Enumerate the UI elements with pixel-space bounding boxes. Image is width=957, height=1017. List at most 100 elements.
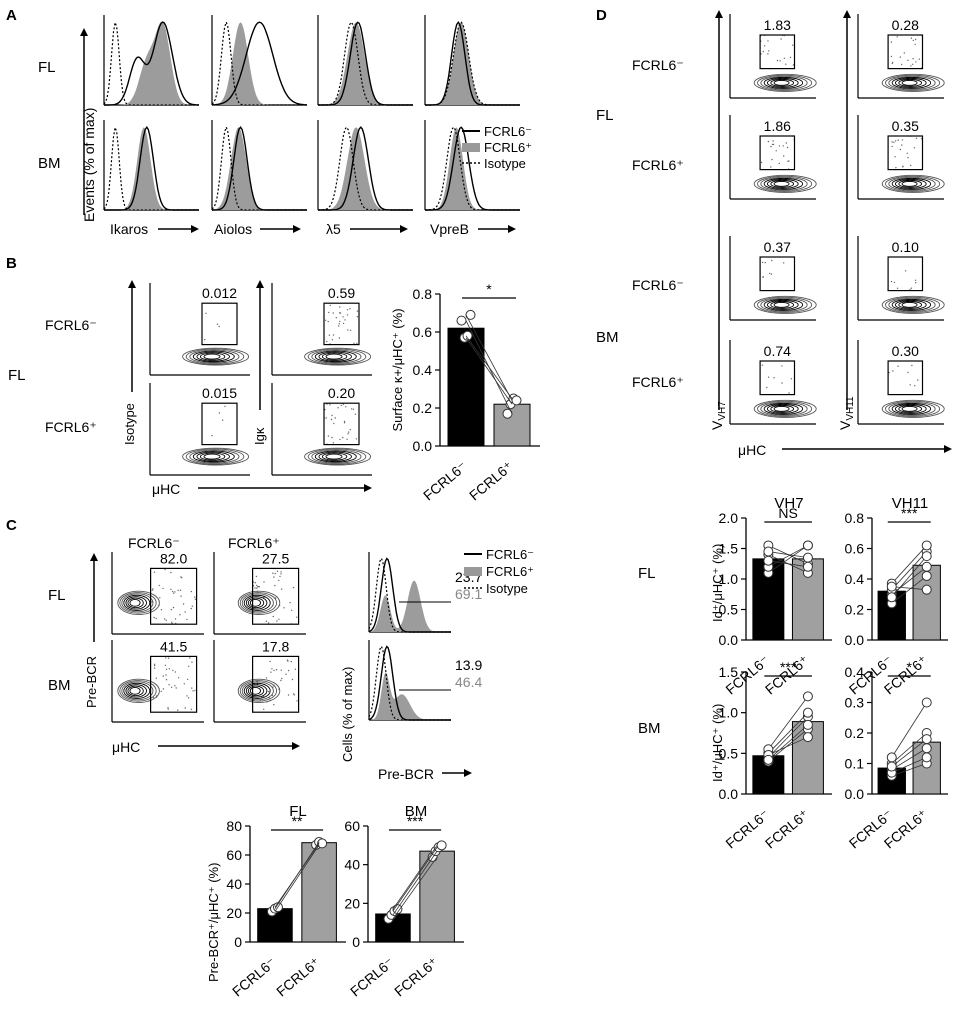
- panel-d-row-label-bm: BM: [638, 720, 661, 737]
- panel-d-plot-r3c2-contour-4: [888, 297, 936, 312]
- panel-d-plot-r4c1-event-0: [788, 392, 790, 394]
- panel-b-plot-r2c2-event-4: [330, 418, 333, 421]
- panel-d-chart-vh7-bm-pair-line-0: [768, 728, 809, 762]
- panel-d-chart-vh11-bm-point-0-5: [886, 761, 897, 772]
- panel-d-plot-r1c1-event-18: [792, 64, 795, 66]
- panel-c-plot-r1c2-event-6: [289, 602, 291, 604]
- panel-b-chart-ytick-label-1: 0.2: [413, 400, 433, 416]
- panel-d-plot-r4c2-contour-6: [881, 399, 945, 418]
- panel-c-row-fl: FL: [48, 587, 66, 604]
- panel-d-row-1: FCRL6⁻: [632, 57, 684, 73]
- panel-d-chart-vh7-bm-sig-label: ***: [780, 659, 797, 675]
- panel-b-plot-r1c2-event-16: [344, 319, 346, 321]
- panel-d-plot-r2c1-gate-value: 1.86: [764, 118, 791, 134]
- panel-b-plot-r1c2-event-29: [353, 342, 355, 344]
- panel-d-chart-vh11-fl-point-1-5: [921, 551, 932, 562]
- panel-c-plot-r2c1-event-23: [177, 709, 179, 711]
- panel-d-plot-r1c2-event-2: [907, 59, 909, 61]
- panel-b-plot-r2c2-event-21: [352, 408, 355, 410]
- panel-d-chart-vh7-bm-pair-line-5: [768, 724, 809, 761]
- panel-d-chart-vh11-bm-point-0-3: [886, 752, 897, 763]
- panel-c-plot-r1c2-contour-4: [241, 593, 274, 613]
- panel-b-plot-r1c2-contour-4: [311, 349, 362, 364]
- panel-c-plot-r1c1-event-27: [190, 607, 192, 610]
- panel-d-plot-r1c1-gate: [759, 34, 796, 70]
- panel-c-chart-fl-ytick-label-1: 20: [226, 905, 242, 921]
- panel-d-plot-r3c2-event-5: [909, 288, 911, 291]
- panel-c-plot-r1c1-event-34: [194, 596, 196, 598]
- panel-d-chart-vh11-bm-pair-line-2: [891, 732, 927, 764]
- panel-b-label: B: [6, 255, 17, 272]
- panel-b-plot-r2c1-event-0: [221, 419, 224, 421]
- panel-c-plot-r1c1-event-6: [153, 616, 155, 619]
- panel-c-chart-fl-pair-line-0: [274, 844, 320, 912]
- panel-d-plot-r2c2-contour-0: [901, 180, 918, 187]
- panel-d-plot-r4c1-contour-3: [763, 402, 804, 415]
- panel-c-chart-bm-ytick-label-2: 40: [344, 857, 360, 873]
- panel-d-plot-r1c1-event-13: [789, 56, 792, 59]
- panel-a-hist-r1c4-isotype-line: [425, 21, 520, 106]
- panel-c-plot-r1c1-event-8: [158, 584, 160, 587]
- panel-b-plot-r1c2-event-3: [356, 342, 358, 345]
- panel-c-plot-r2c1-event-30: [194, 689, 196, 692]
- panel-c-plot-r2c1-event-28: [162, 688, 165, 690]
- panel-c-plot-r1c2-event-1: [272, 572, 274, 574]
- panel-b-plot-r2c2-event-23: [333, 422, 335, 425]
- panel-d-chart-vh11-bm-pair-line-1: [891, 747, 927, 770]
- panel-b-chart-xtick-label-0: FCRL6⁻: [420, 458, 470, 504]
- panel-b-plot-r1c2-event-2: [329, 304, 331, 306]
- panel-d-plot-r4c1-event-2: [781, 365, 783, 367]
- panel-c-plot-r1c2-event-13: [274, 572, 276, 575]
- panel-c-plot-r2c1-event-19: [167, 708, 169, 710]
- panel-d-plot-r2c2-event-13: [894, 140, 897, 142]
- panel-b-plot-r2c2-event-22: [340, 404, 342, 407]
- panel-c-plot-r2c2-event-25: [293, 694, 295, 696]
- panel-d-plot-r3c1-event-4: [761, 261, 764, 264]
- panel-d-plot-r4c2-contour-1: [898, 404, 923, 413]
- panel-d-plot-r4c1-contour-6: [753, 399, 817, 418]
- panel-d-plot-r4c1-contour-4: [760, 401, 808, 416]
- panel-b-plot-r2c2-gate: [323, 402, 360, 446]
- panel-b-plot-r1c2-event-5: [356, 310, 359, 312]
- panel-c-plot-r1c2-event-37: [258, 586, 261, 588]
- panel-d-plot-r3c2-contour-2: [894, 299, 927, 310]
- panel-c-plot-r1c2-event-3: [263, 581, 265, 583]
- panel-d-plot-r2c2-event-8: [901, 144, 903, 146]
- panel-c-plot-r2c2-event-9: [271, 668, 273, 670]
- panel-c-plot-r2c1-event-1: [165, 679, 168, 681]
- panel-d-plot-r1c2-event-10: [914, 43, 916, 46]
- panel-d-chart-vh7-bm-pair-line-2: [768, 712, 809, 754]
- panel-d-plot-r4c2-gate: [887, 360, 924, 396]
- panel-d-plot-r4c2-event-3: [897, 365, 899, 367]
- panel-d-plot-r1c2-event-4: [901, 63, 903, 66]
- panel-c-plot-r2c1-event-21: [153, 667, 156, 669]
- panel-c-chart-bm-pair-line-0: [392, 856, 438, 920]
- panel-d-plot-r3c1-contour-1: [770, 300, 795, 309]
- panel-d-plot-r2c1-event-16: [775, 150, 777, 152]
- panel-c-plot-r1c1-event-10: [170, 588, 172, 591]
- panel-b-chart-ytick-label-2: 0.4: [413, 362, 433, 378]
- panel-c-bar-ylabel: Pre-BCR⁺/μHC⁺ (%): [206, 863, 221, 982]
- panel-d-chart-vh7-fl-point-0-5: [763, 546, 774, 557]
- panel-c-plot-r2c2-event-23: [294, 668, 297, 670]
- panel-b-plot-r1c2-event-21: [347, 329, 349, 331]
- panel-c-plot-r2c1-event-18: [190, 708, 193, 710]
- panel-d-chart-vh7-bm-pair-line-1: [768, 716, 809, 758]
- panel-d-plot-r2c2-contour-2: [894, 178, 927, 189]
- panel-a-hist-r2c1-fcrl6pos-fill: [104, 127, 199, 210]
- panel-d-chart-vh7-fl-pair-line-0: [768, 545, 809, 574]
- panel-d-chart-vh7-fl-ytick-label-3: 1.5: [719, 541, 739, 557]
- panel-d-chart-vh11-fl-pair-line-1: [891, 566, 927, 595]
- panel-b-plot-r2c1-contour-1: [199, 452, 226, 461]
- panel-c-plot-r2c1-contour-5: [119, 680, 157, 702]
- panel-c-plot-r1c1-event-31: [181, 577, 183, 579]
- panel-c-plot-r1c1-event-25: [184, 611, 186, 613]
- panel-b-plot-r1c2-event-15: [339, 312, 342, 314]
- panel-c-plot-r2c1-contour-4: [121, 681, 154, 701]
- panel-d-plot-r2c2-event-6: [897, 139, 899, 141]
- panel-c-plot-r2c2-event-39: [290, 660, 292, 663]
- panel-b-plot-r1c2-event-6: [338, 325, 340, 327]
- panel-d-plot-r4c1-event-6: [781, 382, 783, 384]
